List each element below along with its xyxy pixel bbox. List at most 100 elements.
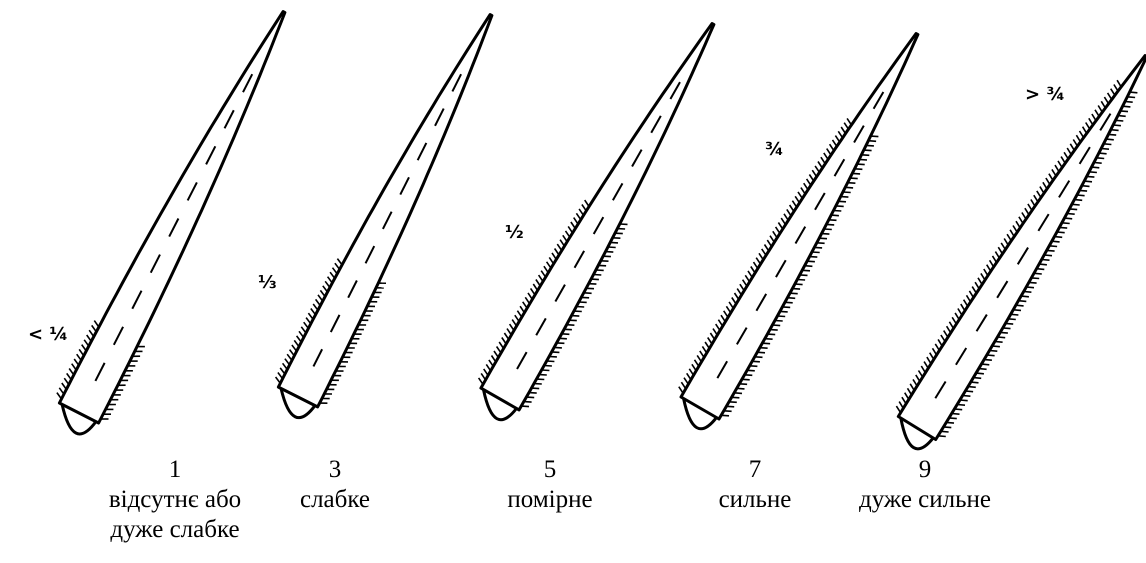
hair-mark [576, 305, 585, 308]
hair-mark [317, 294, 324, 302]
hair-mark [980, 272, 986, 281]
leaf-sheath-arc [482, 389, 518, 422]
score-number: 7 [748, 456, 762, 483]
hair-mark [561, 333, 570, 336]
hair-mark [1057, 160, 1063, 168]
hair-mark [312, 303, 319, 311]
hair-mark [794, 283, 803, 286]
midrib-dash [814, 192, 826, 211]
midrib-dash [312, 348, 324, 367]
hair-mark [578, 208, 585, 216]
midrib-dash [186, 181, 198, 201]
hair-mark [1061, 222, 1070, 225]
hair-mark [849, 177, 858, 180]
hair-mark [1054, 235, 1063, 239]
hair-mark [307, 312, 314, 320]
hair-mark [805, 178, 812, 186]
hair-mark [1103, 143, 1112, 146]
hair-mark [840, 195, 849, 198]
hair-mark [541, 369, 550, 372]
hair-mark [943, 426, 952, 429]
hair-mark [988, 259, 995, 268]
hair-mark [485, 363, 492, 372]
hair-mark [784, 301, 793, 304]
midrib-dash [716, 360, 728, 379]
hair-mark [970, 381, 979, 384]
hair-mark [1049, 245, 1058, 248]
hair-mark [954, 408, 963, 411]
hair-mark [516, 310, 523, 318]
leaf-sheath-arc [682, 398, 718, 431]
hair-mark [701, 345, 708, 354]
hair-mark [696, 354, 703, 363]
hair-mark [859, 158, 868, 161]
hair-mark [88, 329, 95, 338]
hair-mark [583, 292, 592, 295]
hair-mark [532, 283, 539, 291]
hair-mark [926, 356, 932, 365]
hair-mark [994, 340, 1003, 343]
hair-mark [802, 269, 811, 272]
hair-mark [1108, 133, 1117, 136]
hair-mark [937, 338, 943, 347]
hair-mark [493, 350, 500, 358]
hair-mark [826, 148, 832, 156]
hair-mark [1091, 166, 1100, 169]
hair-mark [842, 191, 851, 194]
hair-mark [288, 349, 295, 357]
midrib-dash [872, 91, 885, 110]
hair-mark [501, 337, 507, 345]
hair-mark [1024, 207, 1030, 216]
hair-mark [683, 377, 690, 385]
hair-mark [967, 385, 976, 389]
hair-mark [526, 396, 535, 399]
hair-mark [305, 317, 312, 325]
hair-mark [78, 348, 85, 357]
hair-mark [767, 333, 776, 336]
leaf-drawing: > ¾ [895, 54, 1146, 451]
hair-mark [981, 363, 990, 366]
hair-mark [920, 365, 927, 374]
midrib-dash [934, 380, 947, 399]
hair-mark [548, 256, 555, 265]
hair-mark [1031, 277, 1040, 280]
hair-mark [731, 297, 737, 305]
hair-mark [322, 285, 329, 293]
hair-mark [797, 191, 804, 199]
hair-mark [986, 354, 995, 357]
hair-mark [940, 430, 949, 433]
hair-mark [1101, 147, 1110, 150]
hair-mark [909, 383, 915, 391]
hair-mark [831, 214, 839, 217]
hair-mark [1106, 92, 1113, 100]
hair-mark [93, 320, 100, 328]
hair-mark [780, 217, 787, 226]
hair-mark [570, 221, 576, 229]
hair-mark [823, 152, 829, 160]
hair-mark [954, 312, 960, 321]
midrib-dash [434, 108, 445, 127]
hair-mark [566, 323, 575, 326]
hair-mark [559, 337, 567, 340]
pubescence-level-label: ⅓ [258, 272, 277, 293]
hair-mark [1124, 100, 1133, 103]
hair-mark [991, 255, 998, 264]
hair-mark [573, 217, 579, 225]
midrib-dash [1078, 146, 1091, 165]
hair-mark [527, 292, 533, 300]
hair-mark [747, 270, 753, 278]
hair-mark [1005, 322, 1014, 325]
hair-mark [720, 314, 726, 323]
hair-mark [58, 387, 65, 395]
hair-mark [1079, 189, 1088, 192]
hair-mark [605, 250, 614, 253]
hair-mark [774, 226, 781, 234]
leaf-drawing: ½ [477, 22, 716, 422]
hair-mark [782, 306, 791, 309]
hair-mark [1115, 119, 1124, 122]
midrib-dash [1037, 213, 1050, 232]
hair-mark [508, 323, 515, 332]
hair-mark [73, 358, 80, 366]
hair-mark [554, 346, 562, 349]
hair-mark [537, 274, 544, 282]
